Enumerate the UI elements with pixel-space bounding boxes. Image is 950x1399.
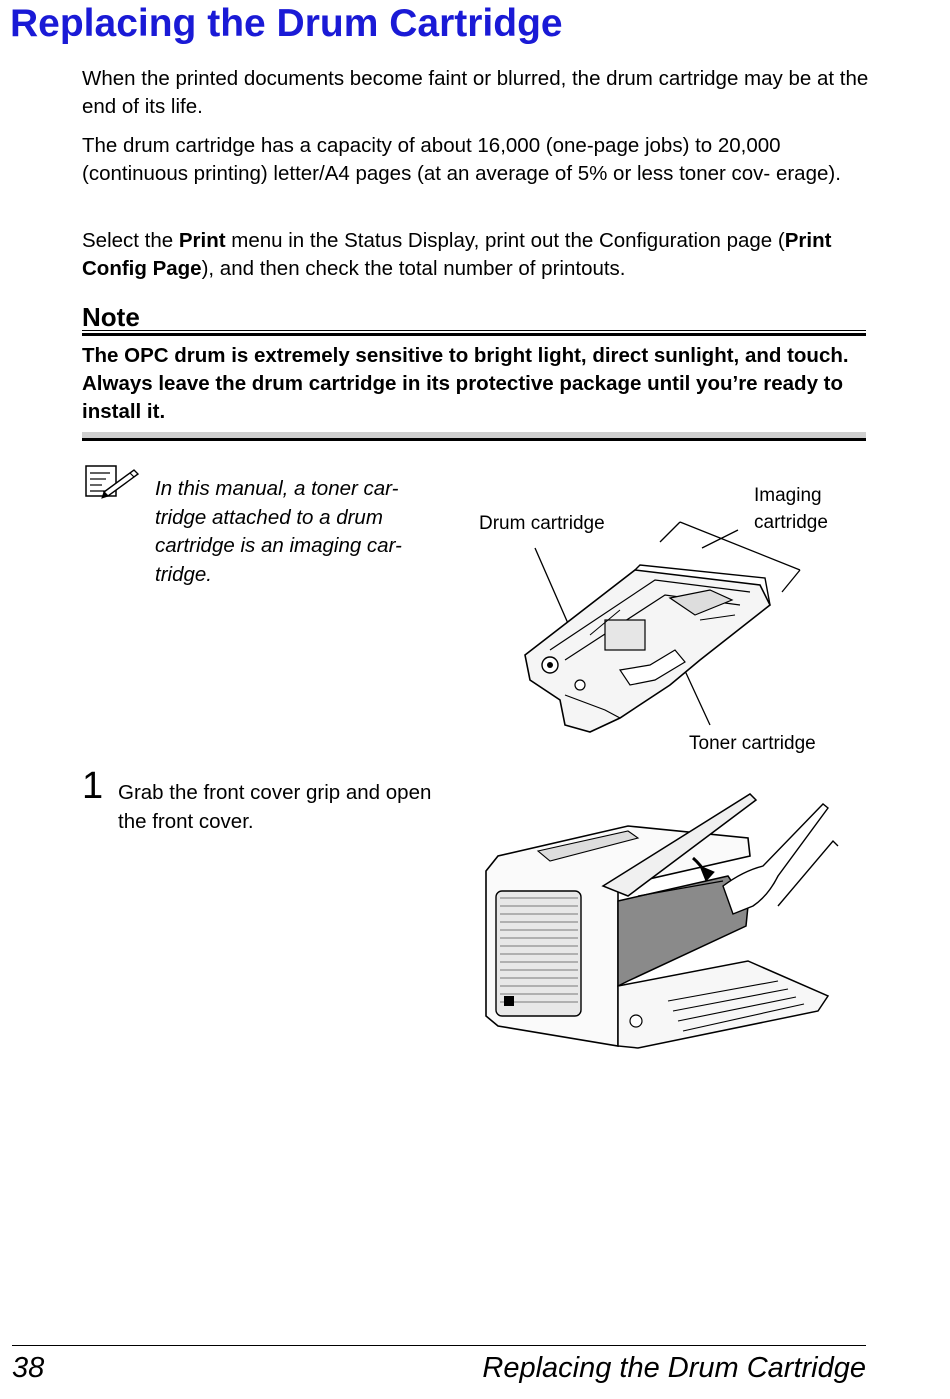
p3-text-a: Select the <box>82 229 179 252</box>
footer-rule <box>12 1345 866 1346</box>
page-number: 38 <box>12 1352 45 1384</box>
intro-paragraph-1: When the printed documents become faint … <box>82 67 869 118</box>
imaging-cartridge-label-line1: Imaging <box>754 485 822 506</box>
memo-text: In this manual, a toner car- tridge atta… <box>155 477 402 586</box>
print-menu-term: Print <box>178 229 226 252</box>
note-rule-top-thin <box>82 330 866 331</box>
note-rule-bottom-thick <box>82 438 866 441</box>
note-rule-bottom-gray <box>82 432 866 438</box>
open-front-cover-illustration <box>485 793 839 1049</box>
imaging-cartridge-figure: Drum cartridge Imaging cartridge Toner c… <box>470 470 870 770</box>
step-text: Grab the front cover grip and open the f… <box>118 781 432 833</box>
imaging-cartridge-illustration <box>524 521 801 733</box>
intro-paragraph-3: Select the Print menu in the Status Disp… <box>82 227 872 283</box>
note-heading: Note <box>82 302 140 332</box>
toner-cartridge-label: Toner cartridge <box>689 733 816 754</box>
print-config-page-term: Print Config Page <box>82 229 832 280</box>
note-box: Note The OPC drum is extremely sensitive… <box>82 300 866 441</box>
drum-cartridge-label: Drum cartridge <box>479 513 605 534</box>
step-number: 1 <box>82 765 104 807</box>
intro-paragraph-2: The drum cartridge has a capacity of abo… <box>82 134 841 185</box>
footer-section-title: Replacing the Drum Cartridge <box>482 1352 866 1384</box>
note-pencil-icon <box>85 465 140 499</box>
imaging-cartridge-label-line2: cartridge <box>754 512 828 533</box>
note-text: The OPC drum is extremely sensitive to b… <box>82 344 849 423</box>
p3-text-b: menu in the Status Display, print out th… <box>225 229 785 252</box>
page-title: Replacing the Drum Cartridge <box>10 2 563 45</box>
p3-text-c: ), and then check the total number of pr… <box>201 257 626 280</box>
note-rule-top-thick <box>82 333 866 336</box>
